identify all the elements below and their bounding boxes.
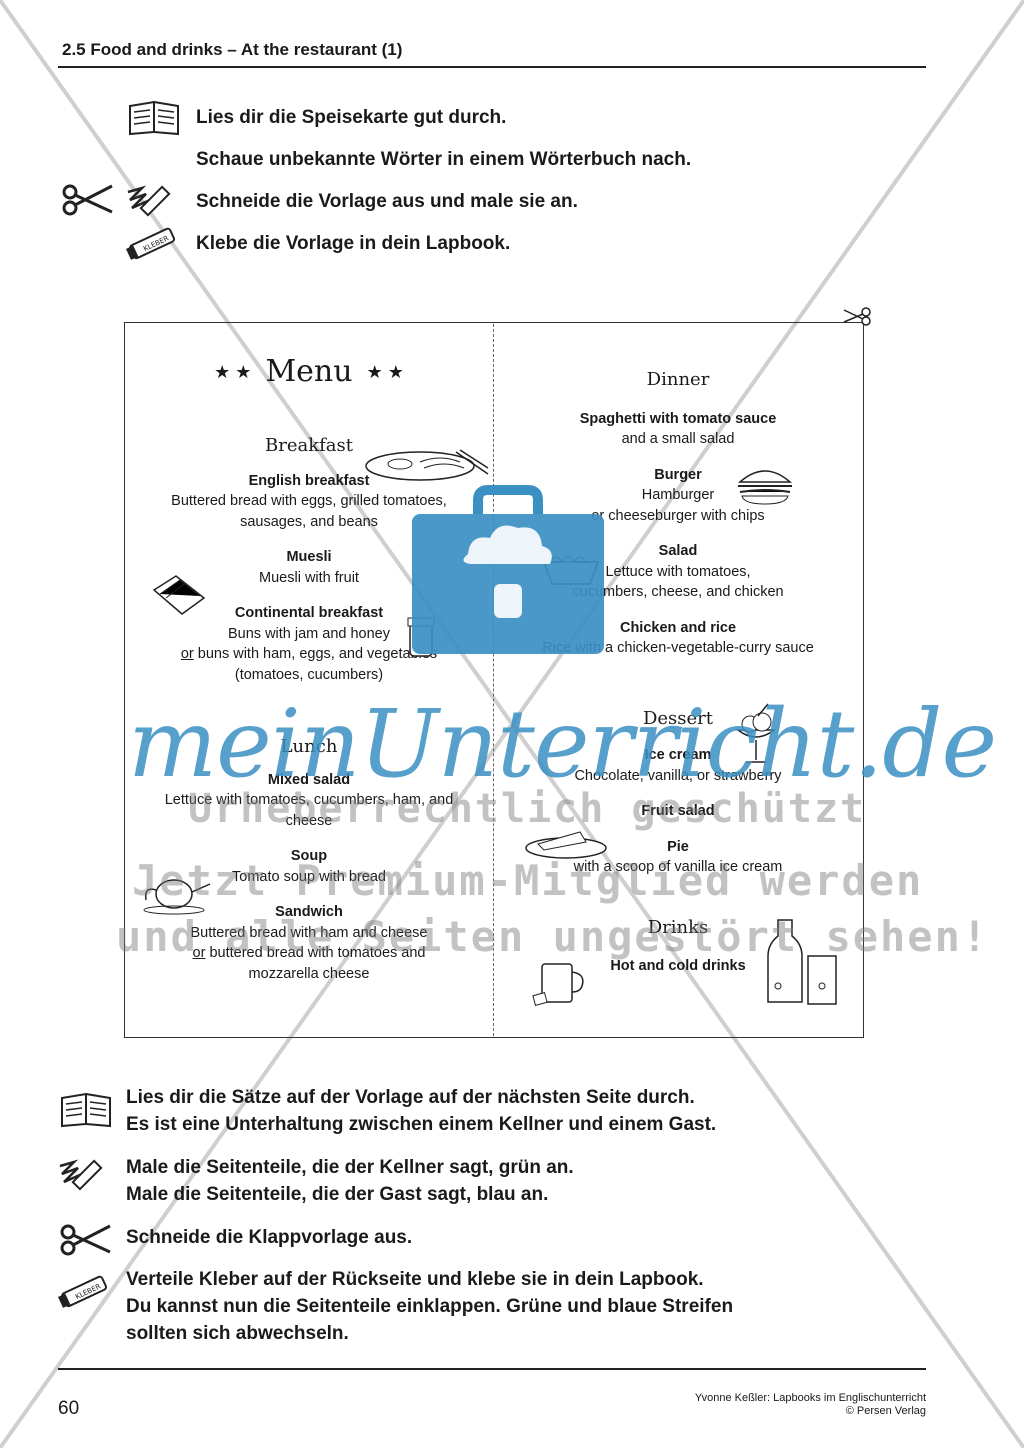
book-icon — [61, 1092, 111, 1128]
item-desc: Buttered bread with ham and cheese — [190, 924, 428, 941]
item-desc: buttered bread with tomatoes and — [209, 945, 426, 961]
item-name: English breakfast — [248, 472, 370, 489]
crayon-icon — [59, 1159, 103, 1191]
item-name: Fruit salad — [641, 803, 715, 819]
item-name: Ice cream — [644, 747, 712, 763]
menu-item-burger: Burger Hamburger or cheeseburger with ch… — [504, 465, 852, 527]
item-desc: Rice with a chicken-vegetable-curry sauc… — [542, 640, 814, 656]
menu-item-fruit-salad: Fruit salad — [504, 801, 852, 822]
item-name: Sandwich — [275, 904, 343, 920]
cut-scissors-icon — [843, 307, 871, 326]
or-word: or — [192, 945, 206, 961]
menu-item-ice-cream: Ice cream Chocolate, vanilla, or strawbe… — [504, 745, 852, 786]
watermark-line-3: und alle Seiten ungestört sehen! — [116, 912, 990, 961]
menu-item-salad: Salad Lettuce with tomatoes, cucumbers, … — [504, 541, 852, 603]
item-name: Mixed salad — [267, 771, 351, 788]
instruction-read-sentences: Lies dir die Sätze auf der Vorlage auf d… — [126, 1087, 717, 1135]
brand-satchel-icon — [412, 485, 604, 654]
item-desc: Buns with jam and honey — [227, 625, 390, 642]
footer-rule — [58, 1368, 926, 1370]
menu-item-mixed-salad: Mixed salad Lettuce with tomatoes, cucum… — [136, 770, 482, 832]
teapot-icon — [143, 879, 211, 915]
item-desc: Chocolate, vanilla, or strawberry — [574, 767, 782, 784]
item-desc: and a small salad — [621, 431, 735, 447]
item-name: Continental breakfast — [234, 605, 384, 621]
menu-stars-right: ★ ★ — [366, 362, 404, 382]
instruction-dictionary: Schaue unbekannte Wörter in einem Wörter… — [196, 149, 692, 170]
section-heading-drinks: Drinks — [647, 916, 709, 938]
coffee-mug-icon — [532, 963, 584, 1006]
item-name: Spaghetti with tomato sauce — [579, 410, 777, 427]
menu-template-box — [124, 322, 864, 1038]
book-icon — [129, 100, 179, 136]
menu-item-continental-breakfast: Continental breakfast Buns with jam and … — [136, 603, 482, 685]
menu-item-muesli: Muesli Muesli with fruit — [136, 547, 482, 588]
menu-item-pie: Pie with a scoop of vanilla ice cream — [504, 837, 852, 878]
section-heading-dessert: Dessert — [642, 707, 714, 729]
menu-item-spaghetti: Spaghetti with tomato sauce and a small … — [504, 409, 852, 450]
item-name: Soup — [290, 848, 328, 864]
brand-watermark: meinUnterricht.de — [128, 690, 997, 799]
item-desc: (tomatoes, cucumbers) — [234, 666, 384, 683]
item-desc: Lettuce with tomatoes, — [605, 563, 751, 580]
item-name: Pie — [667, 838, 689, 855]
item-desc: buns with ham, eggs, and vegetables — [197, 646, 438, 662]
item-desc: or cheeseburger with chips — [591, 507, 765, 524]
pie-slice-icon — [525, 831, 607, 859]
sundae-icon — [735, 703, 777, 763]
fold-line — [493, 324, 494, 1036]
section-heading-lunch: Lunch — [280, 736, 338, 757]
or-word: or — [180, 646, 194, 662]
item-desc: cucumbers, cheese, and chicken — [572, 584, 784, 600]
menu-stars-left: ★ ★ — [214, 362, 252, 382]
instruction-cut-color: Schneide die Vorlage aus und male sie an… — [196, 191, 578, 212]
item-name: Chicken and rice — [619, 619, 737, 636]
glue-stick-icon: KLEBER — [57, 1275, 108, 1308]
watermark-line-1: Urheberrechtlich geschützt — [188, 786, 867, 832]
footer-author: Yvonne Keßler: Lapbooks im Englischunter… — [694, 1392, 926, 1404]
instruction-color-parts: Male die Seitenteile, die der Kellner sa… — [126, 1157, 574, 1205]
item-desc: Tomato soup with bread — [232, 868, 386, 885]
page-number: 60 — [58, 1398, 80, 1419]
menu-title: Menu — [265, 354, 353, 389]
bottle-glass-icon — [767, 919, 837, 1005]
page-header-title: 2.5 Food and drinks – At the restaurant … — [62, 40, 403, 59]
item-desc: sausages, and beans — [240, 513, 378, 530]
item-desc: Lettuce with tomatoes, cucumbers, ham, a… — [164, 792, 454, 808]
section-heading-breakfast: Breakfast — [265, 435, 353, 456]
instruction-cut-template: Schneide die Klappvorlage aus. — [126, 1227, 413, 1248]
instruction-read-menu: Lies dir die Speisekarte gut durch. — [196, 107, 507, 128]
menu-left-column: ★ ★ Menu ★ ★ Breakfast English breakfast… — [136, 357, 482, 984]
scissors-icon — [60, 1224, 111, 1256]
footer-publisher: © Persen Verlag — [845, 1405, 926, 1417]
burger-icon — [738, 470, 792, 505]
item-desc: cheese — [285, 812, 333, 829]
instruction-glue-lapbook: Verteile Kleber auf der Rückseite und kl… — [126, 1269, 734, 1344]
breakfast-plate-icon — [365, 449, 489, 481]
menu-item-english-breakfast: English breakfast Buttered bread with eg… — [136, 471, 482, 533]
item-desc: with a scoop of vanilla ice cream — [573, 859, 783, 875]
header-rule — [58, 66, 926, 68]
menu-item-soup: Soup Tomato soup with bread — [136, 846, 482, 887]
menu-item-sandwich: Sandwich Buttered bread with ham and che… — [136, 902, 482, 984]
glue-stick-icon: KLEBER — [125, 227, 176, 260]
item-desc: Buttered bread with eggs, grilled tomato… — [171, 493, 447, 509]
menu-item-drinks: Hot and cold drinks — [610, 958, 746, 974]
section-heading-dinner: Dinner — [646, 369, 710, 390]
watermark-line-2: Jetzt Premium-Mitglied werden — [132, 856, 924, 905]
item-name: Burger — [654, 466, 702, 483]
item-desc: Hamburger — [641, 487, 715, 503]
menu-right-column: Dinner Spaghetti with tomato sauce and a… — [504, 369, 852, 977]
scissors-icon — [62, 184, 113, 216]
toast-icon — [152, 575, 206, 615]
item-desc: Muesli with fruit — [259, 569, 359, 586]
item-name: Salad — [658, 543, 698, 559]
item-name: Muesli — [286, 549, 332, 565]
item-desc: mozzarella cheese — [248, 965, 370, 982]
instruction-glue: Klebe die Vorlage in dein Lapbook. — [196, 233, 511, 254]
menu-item-chicken-rice: Chicken and rice Rice with a chicken-veg… — [504, 618, 852, 659]
footer-credits: Yvonne Keßler: Lapbooks im Englischunter… — [695, 1392, 926, 1418]
crayon-icon — [127, 185, 171, 217]
